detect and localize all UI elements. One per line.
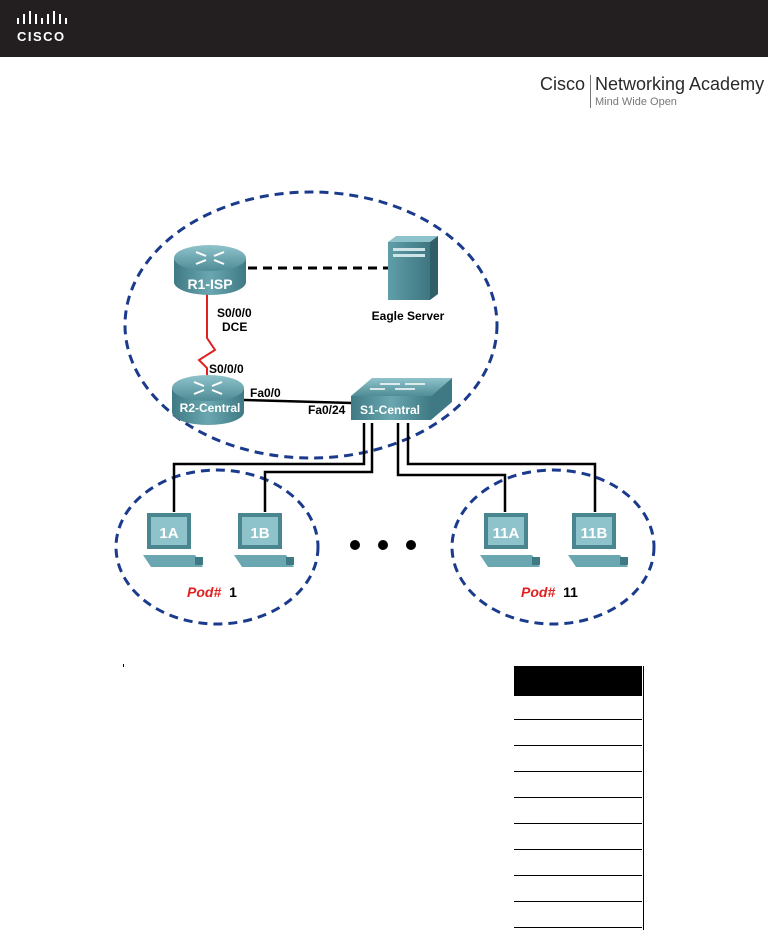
r2-fa-label: Fa0/0: [250, 386, 281, 400]
r2-serial-label: S0/0/0: [209, 362, 244, 376]
server-label: Eagle Server: [372, 309, 445, 323]
table-row-divider: [514, 745, 642, 746]
table-header-cell: [514, 666, 642, 696]
academy-brand: Cisco: [540, 74, 586, 94]
table-row-divider: [514, 927, 642, 928]
cisco-wordmark: CISCO: [17, 29, 66, 44]
r2-label: R2-Central: [180, 401, 241, 415]
cisco-logo-icon: [17, 11, 67, 24]
pod1-number: 1: [229, 584, 237, 600]
core-zone-circle: [123, 190, 499, 460]
server-icon: [388, 236, 438, 300]
academy-tagline: Mind Wide Open: [595, 96, 677, 108]
serial-link: [197, 294, 217, 382]
pod11-number: 11: [563, 584, 578, 600]
pod1-zone-circle: [114, 468, 320, 626]
academy-name: Networking Academy: [595, 74, 765, 94]
pc-11b-label: 11B: [581, 525, 608, 542]
pc-11a-label: 11A: [493, 525, 520, 542]
table-row-divider: [514, 849, 642, 850]
pc-1b-label: 1B: [250, 525, 269, 542]
pc-icon: [234, 513, 294, 567]
table-row-divider: [514, 823, 642, 824]
r1-label: R1-ISP: [187, 276, 232, 292]
s1-label: S1-Central: [360, 403, 420, 417]
switch-icon: [351, 378, 452, 420]
pod1-word: Pod#: [187, 584, 221, 600]
router-icon: [172, 375, 244, 425]
r1-dce-label: DCE: [222, 320, 247, 334]
router-icon: [174, 245, 246, 295]
header-bar: CISCO: [0, 0, 768, 57]
pc-1a-label: 1A: [159, 525, 178, 542]
r1-serial-label: S0/0/0: [217, 306, 252, 320]
ellipsis-dots-icon: [350, 540, 416, 550]
s1-fa-label: Fa0/24: [308, 403, 346, 417]
switch-pod-links: [172, 423, 597, 512]
table-row-divider: [514, 719, 642, 720]
table-right-border: [643, 666, 644, 930]
stray-mark: [123, 664, 124, 667]
pod11-zone-circle: [450, 468, 656, 626]
pc-icon: [568, 513, 628, 567]
pod1-label: Pod# 1: [187, 584, 237, 600]
network-topology-diagram: R1-ISP R2-Central S1-Central Eagle Serve…: [114, 190, 656, 626]
academy-divider: [590, 75, 591, 108]
pc-icon: [143, 513, 203, 567]
table-row-divider: [514, 875, 642, 876]
pc-icon: [480, 513, 540, 567]
table-row-divider: [514, 771, 642, 772]
pod11-word: Pod#: [521, 584, 555, 600]
r2-s1-link: [243, 398, 353, 405]
table-row-divider: [514, 797, 642, 798]
pod11-label: Pod# 11: [521, 584, 578, 600]
table-row-divider: [514, 901, 642, 902]
